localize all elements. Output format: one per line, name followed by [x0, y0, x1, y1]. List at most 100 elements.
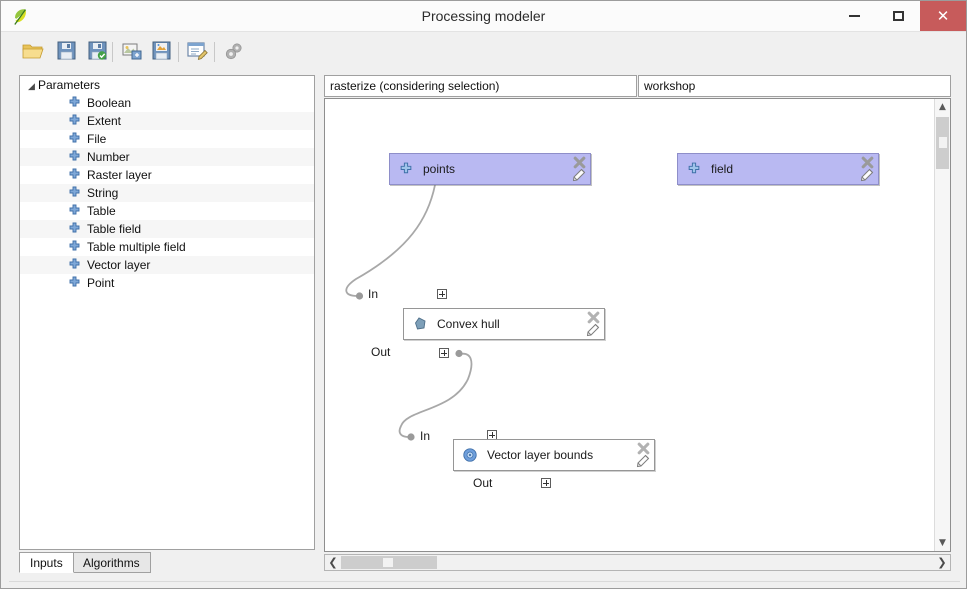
sidebar-item-label: Raster layer — [87, 168, 152, 182]
window-bottom-divider — [9, 581, 960, 582]
edit-pencil-icon[interactable] — [572, 168, 586, 182]
tree-root-parameters[interactable]: ◢Parameters — [20, 76, 314, 94]
export-image-icon — [122, 41, 142, 63]
sidebar-item-table-multiple-field[interactable]: Table multiple field — [20, 238, 314, 256]
edit-help-button[interactable] — [183, 39, 211, 65]
edit-note-icon — [186, 41, 208, 63]
parameter-plus-icon — [68, 276, 81, 289]
parameter-plus-icon — [68, 132, 81, 145]
sidebar-item-vector-layer[interactable]: Vector layer — [20, 256, 314, 274]
tab-inputs[interactable]: Inputs — [19, 552, 74, 573]
sidebar-item-label: Boolean — [87, 96, 132, 110]
parameter-plus-icon — [68, 222, 81, 235]
save-model-as-button[interactable] — [83, 39, 111, 65]
model-node-vector-layer-bounds[interactable]: Vector layer bounds — [453, 439, 655, 471]
export-image-button[interactable] — [118, 39, 146, 65]
toolbar-separator-3 — [214, 42, 215, 62]
run-model-button[interactable] — [220, 39, 248, 65]
model-node-label: Vector layer bounds — [487, 448, 594, 462]
port-label-convex-hull-in: In — [368, 287, 379, 301]
toolbar-separator-1 — [112, 42, 113, 62]
open-model-button[interactable] — [19, 39, 47, 65]
scroll-down-arrow-icon[interactable]: ▼ — [939, 538, 946, 548]
export-svg-icon — [152, 41, 171, 63]
sidebar-item-label: Table — [87, 204, 116, 218]
inputs-tree-panel[interactable]: ◢Parameters Boolean Extent File Number — [19, 75, 315, 550]
polygon-icon — [412, 316, 428, 332]
port-expand-convex-hull-out[interactable] — [439, 348, 449, 358]
gears-run-icon — [224, 41, 244, 64]
scroll-right-arrow-icon[interactable]: ❯ — [937, 556, 947, 569]
export-svg-button[interactable] — [147, 39, 175, 65]
model-name-input[interactable]: rasterize (considering selection) — [324, 75, 637, 97]
maximize-button[interactable] — [876, 1, 920, 31]
port-label-vector-layer-bounds-in: In — [420, 429, 431, 443]
edit-pencil-icon[interactable] — [586, 323, 600, 337]
sidebar-item-label: Point — [87, 276, 115, 290]
port-label-convex-hull-out: Out — [371, 345, 391, 359]
edit-pencil-icon[interactable] — [860, 168, 874, 182]
parameter-plus-icon — [68, 168, 81, 181]
canvas-horizontal-scrollbar[interactable]: ❮ ❯ — [324, 554, 951, 571]
parameter-plus-icon — [68, 240, 81, 253]
parameter-plus-icon — [686, 161, 702, 177]
window-title: Processing modeler — [421, 8, 546, 24]
parameter-plus-icon — [68, 258, 81, 271]
sidebar-item-extent[interactable]: Extent — [20, 112, 314, 130]
sidebar-item-label: File — [87, 132, 107, 146]
model-node-points[interactable]: points — [389, 153, 591, 185]
save-model-button[interactable] — [52, 39, 80, 65]
canvas-vertical-scrollbar[interactable]: ▲ ▼ — [934, 99, 950, 551]
sidebar-item-label: Table multiple field — [87, 240, 186, 254]
group-name-input[interactable]: workshop — [638, 75, 951, 97]
sidebar-item-label: String — [87, 186, 119, 200]
close-icon[interactable] — [587, 311, 600, 324]
scroll-left-arrow-icon[interactable]: ❮ — [328, 556, 338, 569]
panel-tabbar: Inputs Algorithms — [19, 552, 315, 573]
port-expand-vector-layer-bounds-out[interactable] — [541, 478, 551, 488]
sidebar-item-raster-layer[interactable]: Raster layer — [20, 166, 314, 184]
floppy-save-as-icon — [88, 41, 107, 63]
model-node-convex-hull[interactable]: Convex hull — [403, 308, 605, 340]
parameter-plus-icon — [398, 161, 414, 177]
vertical-scroll-thumb[interactable] — [936, 117, 949, 169]
close-icon[interactable] — [637, 442, 650, 455]
port-label-vector-layer-bounds-out: Out — [473, 476, 493, 490]
parameter-plus-icon — [68, 114, 81, 127]
sidebar-item-label: Number — [87, 150, 130, 164]
model-node-label: points — [423, 162, 456, 176]
minimize-icon — [848, 15, 860, 17]
model-canvas-content: points fi — [325, 99, 935, 551]
edit-pencil-icon[interactable] — [636, 454, 650, 468]
minimize-button[interactable] — [832, 1, 876, 31]
sidebar-item-label: Vector layer — [87, 258, 151, 272]
sidebar-item-point[interactable]: Point — [20, 274, 314, 292]
sidebar-item-table[interactable]: Table — [20, 202, 314, 220]
sidebar-item-string[interactable]: String — [20, 184, 314, 202]
scroll-up-arrow-icon[interactable]: ▲ — [939, 102, 946, 112]
sidebar-item-table-field[interactable]: Table field — [20, 220, 314, 238]
close-icon[interactable] — [573, 156, 586, 169]
sidebar-item-number[interactable]: Number — [20, 148, 314, 166]
maximize-icon — [892, 11, 904, 21]
port-expand-convex-hull-in[interactable] — [437, 289, 447, 299]
parameter-plus-icon — [68, 150, 81, 163]
sidebar-item-file[interactable]: File — [20, 130, 314, 148]
sidebar-item-label: Extent — [87, 114, 122, 128]
close-button[interactable]: ✕ — [920, 1, 966, 31]
sidebar-item-boolean[interactable]: Boolean — [20, 94, 314, 112]
close-icon[interactable] — [861, 156, 874, 169]
parameter-plus-icon — [68, 204, 81, 217]
disclosure-triangle-icon[interactable]: ◢ — [28, 81, 35, 91]
horizontal-scroll-thumb[interactable] — [341, 556, 437, 569]
folder-open-icon — [22, 41, 44, 64]
qgis-leaf-logo-icon — [10, 6, 32, 28]
vector-bounds-icon — [462, 447, 478, 463]
toolbar-separator-2 — [178, 42, 179, 62]
tab-algorithms[interactable]: Algorithms — [72, 552, 151, 573]
model-canvas[interactable]: points fi — [324, 98, 951, 552]
scroll-thumb-grip — [939, 137, 947, 148]
toolbar — [1, 32, 966, 72]
model-node-field[interactable]: field — [677, 153, 879, 185]
